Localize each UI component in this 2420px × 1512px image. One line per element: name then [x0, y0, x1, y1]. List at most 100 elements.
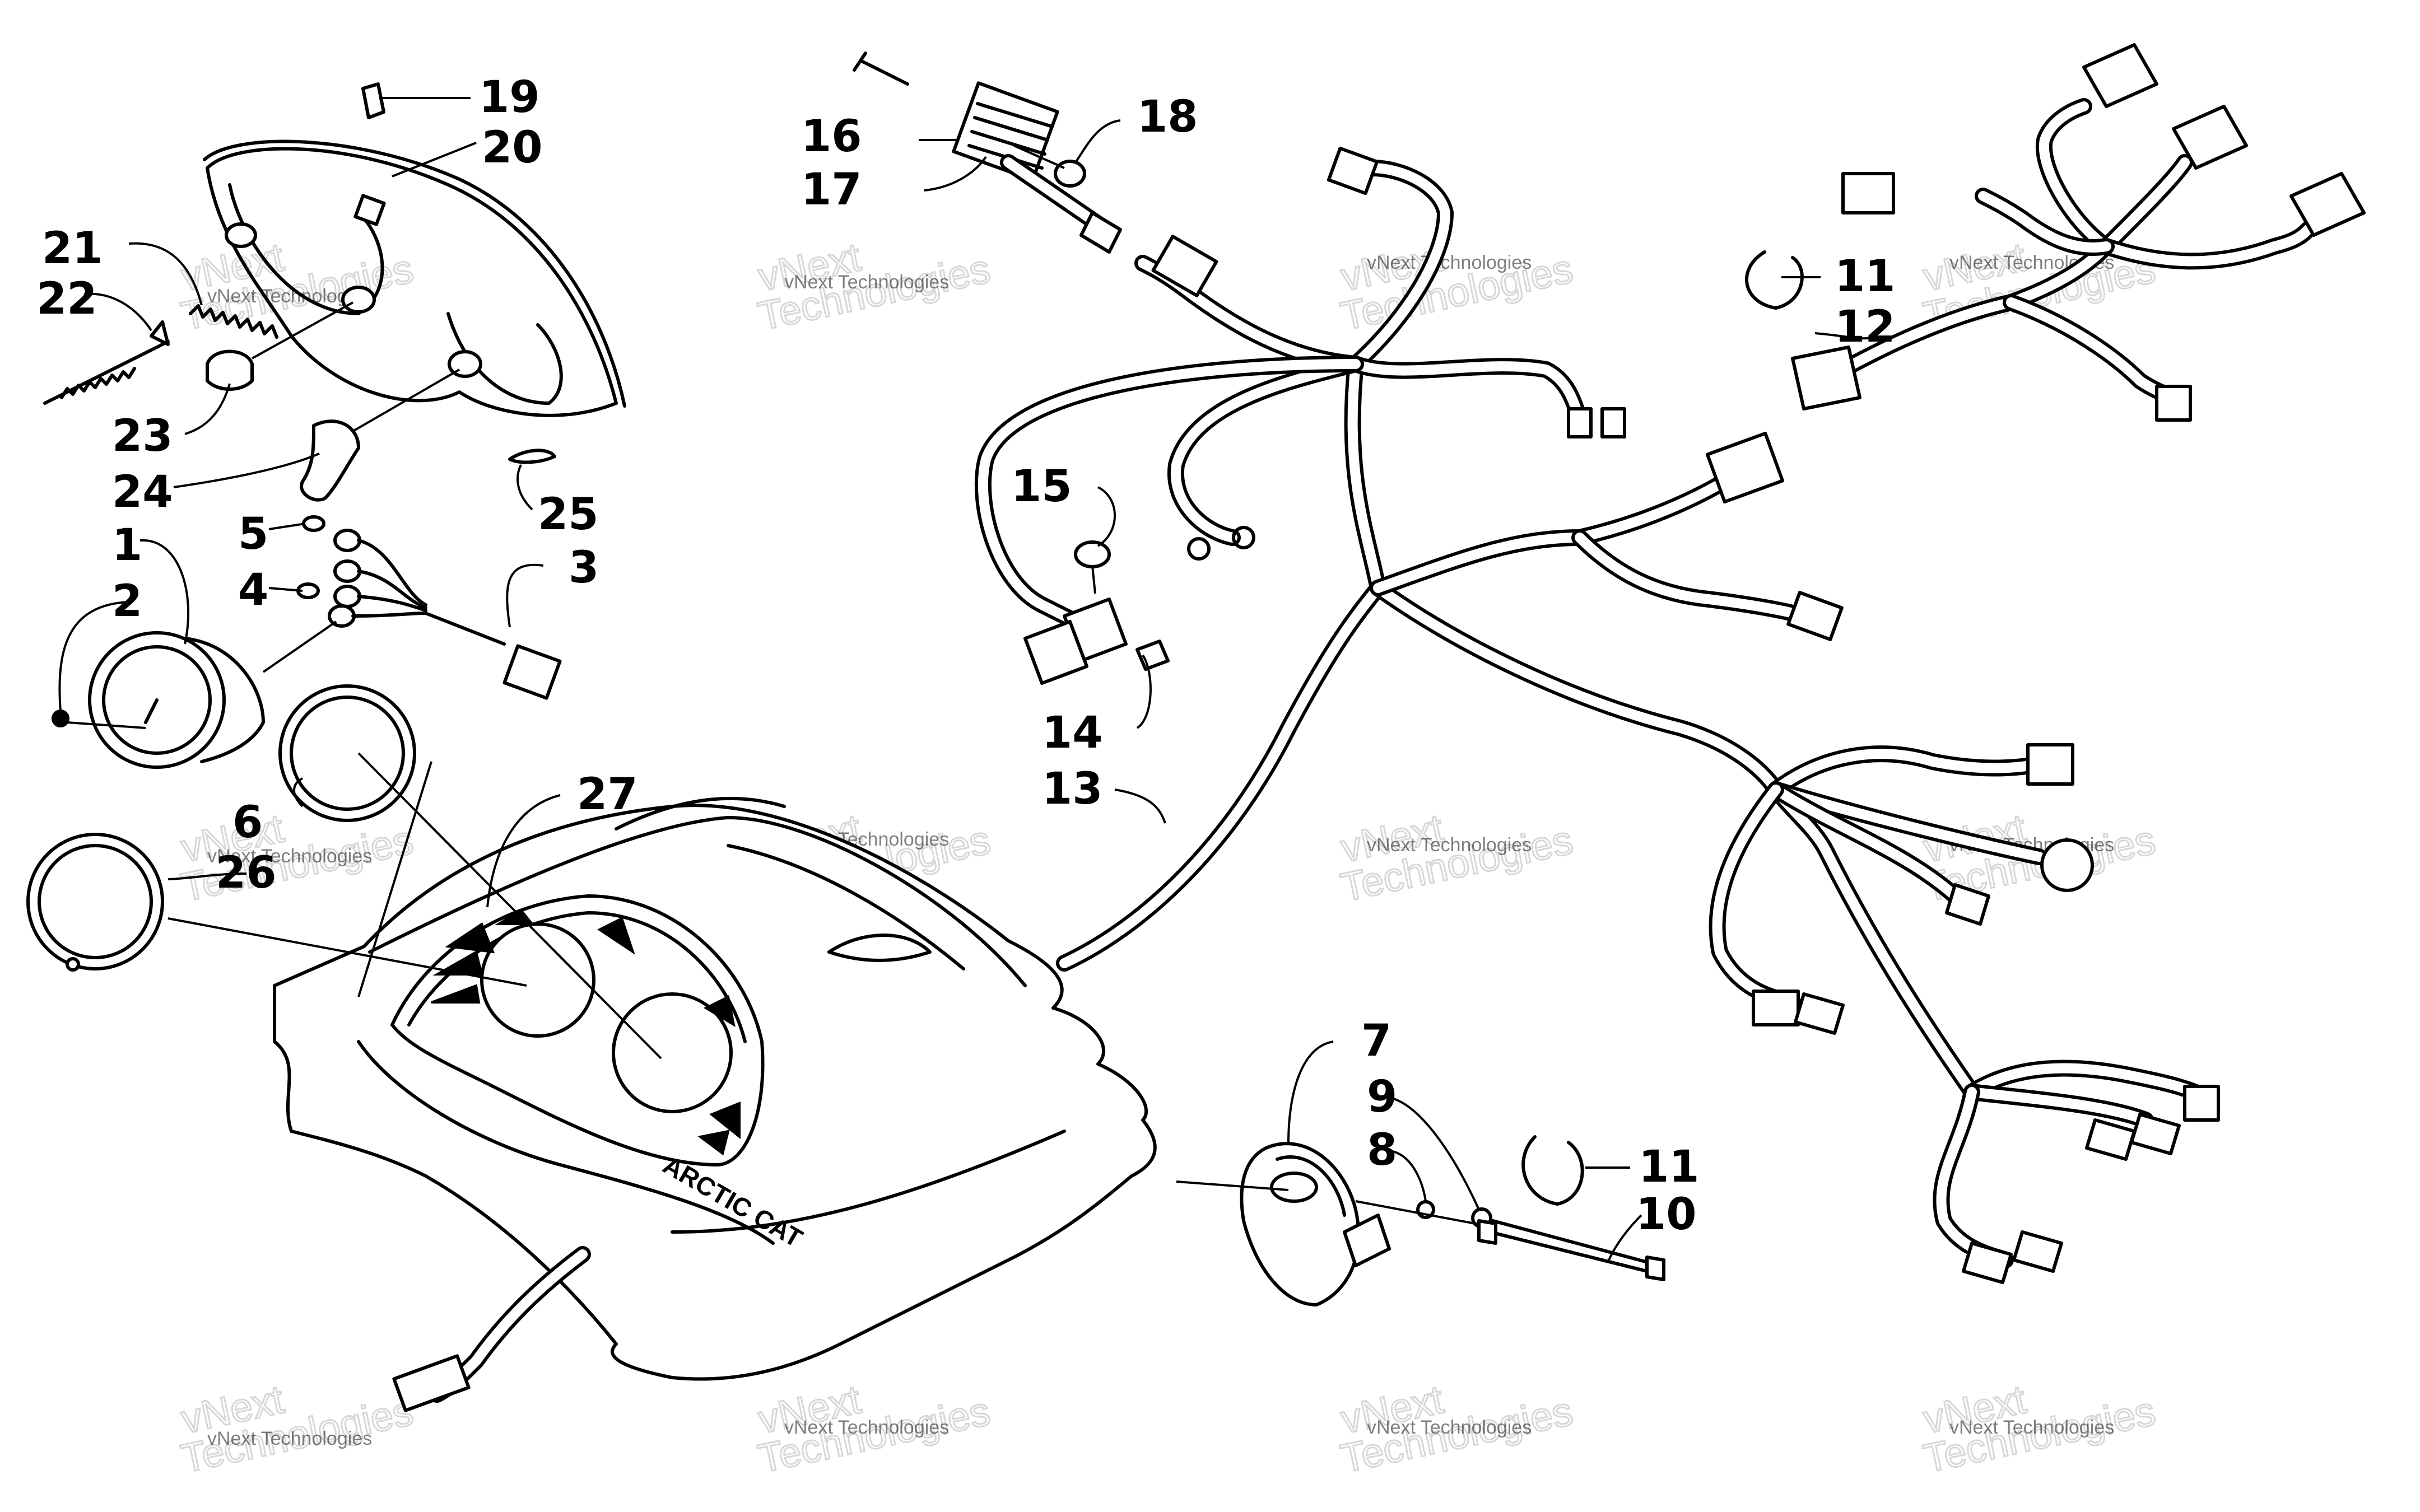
callout-22: 22: [36, 274, 97, 324]
callout-25: 25: [538, 489, 599, 540]
connector-12-left: [1841, 172, 1895, 214]
callout-10: 10: [1636, 1189, 1697, 1240]
bulb-socket-upper: [341, 286, 376, 314]
adjuster-screw-22-thread: [60, 367, 136, 399]
connector-bottom-4: [2012, 1230, 2063, 1273]
leader-lines: [58, 97, 1877, 1263]
connector-bottom-2: [2130, 1113, 2181, 1155]
connector-bottom-5: [2085, 1118, 2136, 1161]
svg-text:vNext Technologies: vNext Technologies: [1367, 834, 1532, 856]
callout-3: 3: [569, 543, 599, 593]
plug-top-2: [2172, 105, 2248, 170]
main-harness-13: [974, 146, 2220, 1284]
gauge-opening-left: [480, 922, 595, 1038]
dashboard-panel-27: ARCTIC CAT: [167, 752, 1157, 1412]
gauge-group: [26, 515, 562, 972]
socket-c: [333, 585, 361, 608]
gauge-bezel-26: [26, 833, 164, 970]
retainer-clip-22: [150, 320, 170, 346]
cable-end-b: [1645, 1256, 1665, 1281]
speedo-cable-10: [1488, 1230, 1649, 1273]
svg-text:vNext Technologies: vNext Technologies: [1367, 252, 1532, 273]
headlight-housing: [206, 147, 618, 417]
dashboard-lower-crease: [671, 1130, 1066, 1234]
dashboard-inner-ridge: [615, 796, 965, 970]
bulb-24: [300, 419, 360, 502]
adjuster-spring-21: [189, 304, 278, 339]
gauge-seal-ring-6-inner: [290, 696, 405, 811]
speedo-cable-10-b: [1491, 1219, 1651, 1264]
gauge-wiring-3: [351, 539, 506, 646]
speedometer-needle: [144, 698, 159, 724]
bezel-screw: [66, 957, 80, 972]
svg-text:vNext Technologies: vNext Technologies: [1949, 1417, 2114, 1438]
callout-5: 5: [238, 509, 268, 559]
connector-upper-branch: [1705, 431, 1785, 504]
wire-clip-25: [508, 449, 556, 464]
connector-12-right: [2155, 385, 2192, 422]
dash-connector: [392, 1354, 471, 1412]
headlight-rim: [203, 139, 626, 408]
callout-17: 17: [801, 165, 862, 215]
bulb-socket-outer: [225, 222, 257, 248]
regulator-17: [952, 81, 1059, 182]
regulator-connector: [1079, 211, 1122, 254]
clip-19: [361, 82, 385, 119]
ground-eyelet-b: [1232, 526, 1255, 549]
svg-text:vNext Technologies: vNext Technologies: [784, 272, 949, 293]
callout-2: 2: [112, 576, 142, 627]
gauge-opening-right: [612, 992, 733, 1113]
bulb-23: [206, 349, 254, 391]
connector-right-1: [2026, 743, 2074, 786]
watermark-2: vNext Technologies vNext Technologies: [753, 234, 995, 340]
callout-16: 16: [801, 111, 862, 162]
callout-26: 26: [216, 848, 277, 898]
gauge-housing-7: [1240, 1142, 1361, 1306]
callout-18: 18: [1137, 92, 1198, 142]
callout-14: 14: [1042, 708, 1103, 758]
callout-9: 9: [1367, 1072, 1397, 1122]
fuse-holder-cap: [1023, 620, 1088, 685]
callout-6: 6: [232, 797, 263, 848]
svg-text:vNext Technologies: vNext Technologies: [207, 846, 372, 867]
harness-to-right-junction: [1370, 580, 1784, 798]
socket-b: [333, 559, 361, 583]
cable-end-a: [1477, 1219, 1497, 1245]
regulator-fins: [967, 102, 1052, 170]
svg-text:vNext Technologies: vNext Technologies: [784, 1417, 949, 1438]
callout-7: 7: [1361, 1016, 1392, 1066]
housing-opening: [1270, 1172, 1318, 1203]
plug-top-3: [2289, 172, 2366, 237]
watermark-12: vNext Technologies vNext Technologies: [1919, 1376, 2160, 1483]
connector-round: [2040, 838, 2094, 892]
clamp-11-upper: [1744, 250, 1804, 310]
callout-labels: 19 20 21 22 23 24 25 5 4 3 1 2 6 26 27 1…: [36, 72, 1896, 1240]
connector-top-left: [1151, 235, 1218, 297]
connector-left-1: [1752, 990, 1800, 1026]
callout-4: 4: [238, 565, 268, 615]
gauge-pod: [390, 894, 765, 1166]
callout-15: 15: [1011, 461, 1072, 512]
speedometer-1-body: [183, 637, 265, 763]
bulb-5: [302, 515, 325, 532]
callout-24: 24: [112, 467, 173, 517]
connector-mid-branch: [1786, 591, 1844, 641]
connector-top: [1327, 146, 1379, 195]
voltage-regulator-group: [853, 52, 1122, 254]
callout-19: 19: [479, 72, 540, 123]
dashboard-cutout: [357, 1040, 775, 1245]
knob-2: [52, 710, 69, 727]
connector-bottom-1: [2183, 1085, 2220, 1122]
watermark-10: vNext Technologies vNext Technologies: [753, 1376, 995, 1483]
watermark-9: vNext Technologies vNext Technologies: [176, 1376, 418, 1483]
connector-12-main: [1791, 346, 1861, 410]
fuse-14: [1135, 640, 1170, 671]
callout-20: 20: [482, 123, 543, 173]
callout-27: 27: [577, 769, 638, 820]
gauge-seal-ring-6: [278, 684, 416, 822]
plug-top-1: [2082, 43, 2158, 108]
callout-8: 8: [1367, 1125, 1397, 1175]
callout-11-lower: 11: [1639, 1142, 1700, 1192]
headlight-assembly: [43, 82, 626, 502]
